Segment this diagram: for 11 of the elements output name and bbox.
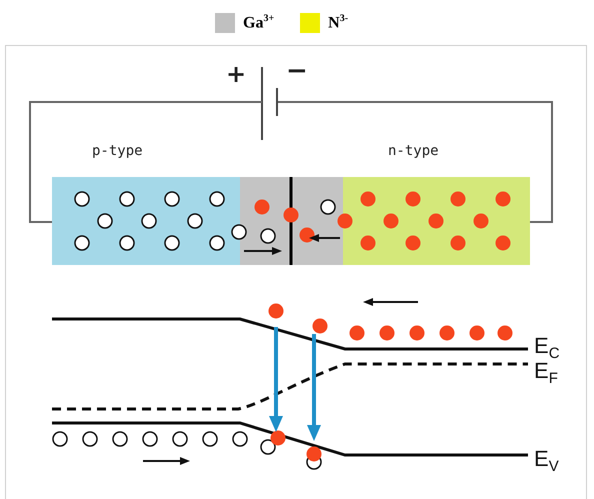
energy-level-label: E$_{F}$ xyxy=(534,360,558,386)
energy-level-label: E$_{C}$ xyxy=(534,335,560,361)
region-label: p-type xyxy=(92,143,143,159)
polarity-sign: − xyxy=(286,58,308,84)
legend-label: N$^{3-}$ xyxy=(328,13,348,33)
polarity-sign: + xyxy=(226,62,246,86)
region-label: n-type xyxy=(388,143,439,159)
circuit-wire xyxy=(29,101,262,223)
energy-level-label: E$_{V}$ xyxy=(534,448,559,474)
legend-label: Ga$^{3+}$ xyxy=(243,13,274,33)
circuit-wire xyxy=(278,101,553,223)
